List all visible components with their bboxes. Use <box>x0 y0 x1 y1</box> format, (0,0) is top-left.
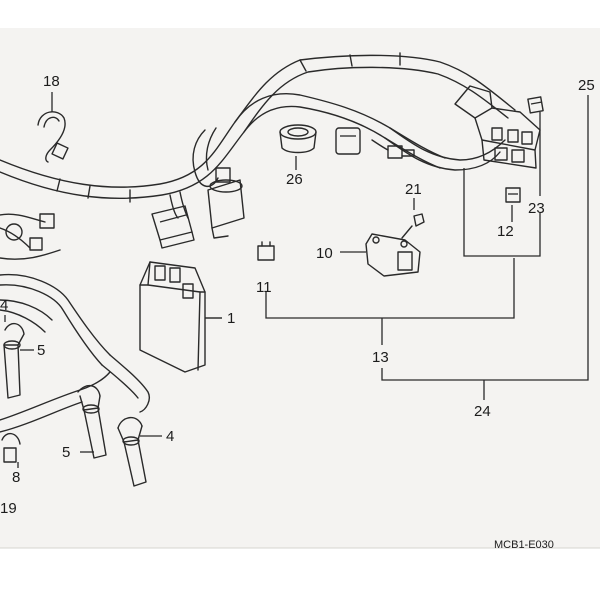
part-12-fuse <box>505 187 521 203</box>
callout-21: 21 <box>405 181 422 198</box>
part-11-relay <box>257 241 275 261</box>
callout-13: 13 <box>372 349 389 366</box>
paper-area <box>0 28 600 548</box>
callout-18: 18 <box>43 73 60 90</box>
part-18-cable-clamp <box>37 92 69 163</box>
callout-12: 12 <box>497 223 514 240</box>
spark-plug-cap-d <box>1 433 21 463</box>
harness-connector-block <box>151 205 195 249</box>
callout-23: 23 <box>528 200 545 217</box>
callout-8: 8 <box>12 469 20 486</box>
part-10-sensor <box>340 233 421 277</box>
part-23-fuse <box>527 96 544 114</box>
part-21-bolt <box>401 198 425 239</box>
callout-25: 25 <box>578 77 595 94</box>
callout-24: 24 <box>474 403 491 420</box>
callout-5-upper: 5 <box>37 342 45 359</box>
callout-11: 11 <box>256 279 272 296</box>
callout-leader-lines <box>4 95 589 468</box>
part-26-grommet <box>279 124 317 170</box>
callout-1: 1 <box>227 310 235 327</box>
callout-19: 19 <box>0 500 17 517</box>
spark-plug-cap-a <box>3 323 25 399</box>
callout-5-lower: 5 <box>62 444 70 461</box>
drawing-code: MCB1-E030 <box>494 539 554 551</box>
fuse-box <box>454 85 541 169</box>
callout-10: 10 <box>316 245 333 262</box>
spark-plug-cap-c <box>117 416 147 487</box>
callout-labels: 18 26 21 10 23 12 25 11 1 13 24 4 5 4 5 … <box>0 73 595 517</box>
spark-plug-cap-b <box>77 385 107 459</box>
starter-relay <box>207 167 245 239</box>
callout-4-upper: 4 <box>0 297 8 314</box>
callout-26: 26 <box>286 171 303 188</box>
callout-4-lower: 4 <box>166 428 174 445</box>
left-connector-cluster <box>0 213 61 260</box>
rubber-mount-block <box>335 127 361 155</box>
small-side-connector <box>371 139 415 159</box>
